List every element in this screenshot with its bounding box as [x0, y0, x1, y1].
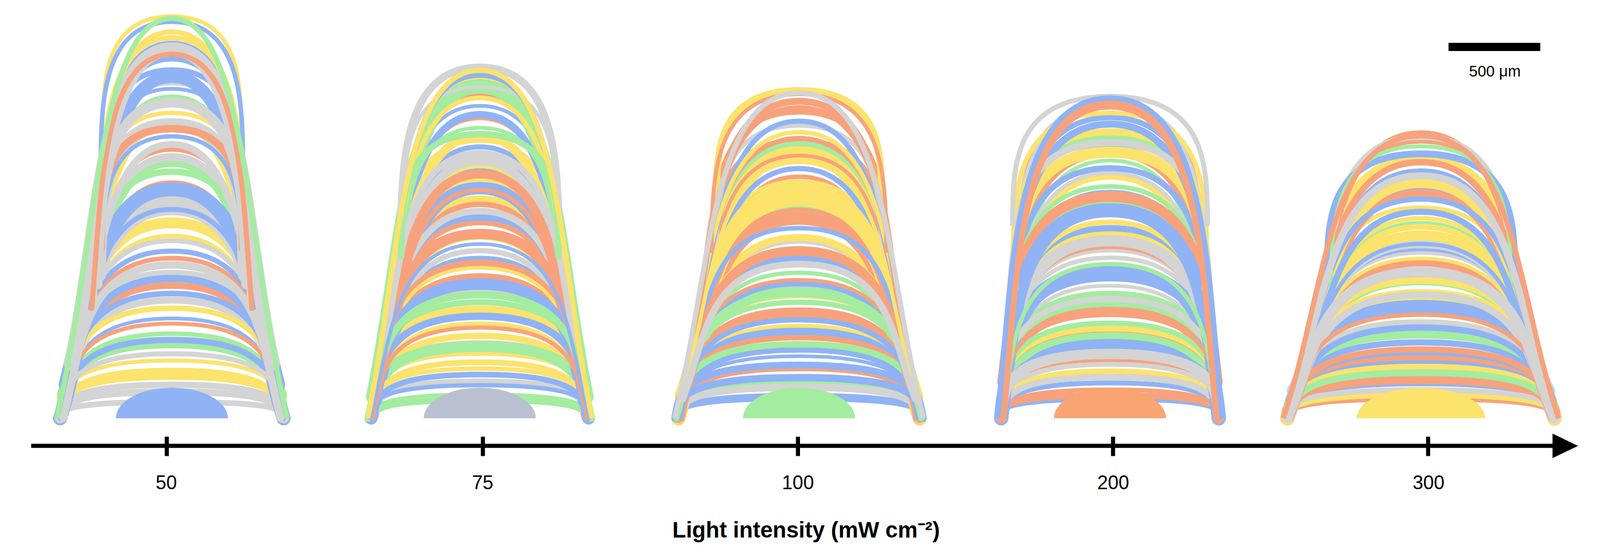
growth-layer-arc	[1287, 182, 1555, 418]
intensity-axis	[31, 433, 1579, 458]
growth-layer-arc	[1002, 376, 1218, 419]
tick-label: 300	[1412, 471, 1445, 494]
growth-layer-arc	[1290, 327, 1552, 419]
growth-layer-arc	[57, 360, 286, 419]
growth-layer-arc	[674, 364, 924, 418]
axis-arrowhead	[1552, 433, 1579, 458]
tick-label: 100	[781, 471, 814, 494]
growth-layer-arc	[1003, 382, 1218, 419]
growth-layer-arc	[368, 315, 591, 418]
growth-layer-arc	[1001, 104, 1219, 418]
growth-layer-arc	[97, 102, 247, 285]
growth-layer-arc	[372, 327, 588, 419]
growth-layer-arc	[373, 86, 587, 397]
growth-layer-arc	[71, 49, 273, 364]
growth-layer-arc	[999, 314, 1221, 418]
growth-layer-arc	[675, 343, 923, 418]
growth-dome	[998, 96, 1223, 418]
axis-tick	[1425, 436, 1431, 456]
growth-layer-arc	[401, 133, 559, 257]
growth-layer-arc	[371, 346, 589, 418]
growth-layer-arc	[1286, 170, 1556, 418]
growth-layer-arc	[369, 368, 591, 419]
growth-layer-arc	[674, 92, 924, 419]
growth-layer-arc	[367, 70, 593, 419]
growth-layer-arc	[1289, 372, 1553, 419]
growth-layer-arc	[999, 351, 1222, 419]
growth-layer-arc	[998, 97, 1223, 418]
growth-layer-arc	[61, 323, 282, 418]
axis-tick	[480, 436, 486, 456]
growth-layer-arc	[371, 284, 589, 419]
growth-layer-arc	[1287, 271, 1555, 418]
tick-label: 75	[471, 471, 494, 494]
growth-layer-arc	[1287, 314, 1554, 419]
growth-layer-arc	[681, 313, 918, 418]
seed-region	[423, 387, 536, 419]
growth-layer-arc	[58, 375, 286, 418]
growth-layer-arc	[682, 263, 916, 399]
axis-title: Light intensity (mW cm⁻²)	[672, 517, 941, 543]
growth-layer-arc	[1284, 161, 1558, 418]
growth-domes	[56, 16, 1559, 419]
growth-layer-arc	[998, 322, 1222, 418]
growth-layer-arc	[101, 128, 243, 249]
growth-layer-arc	[373, 374, 587, 418]
seed-region	[1356, 387, 1486, 419]
axis-tick	[164, 436, 169, 456]
tick-label: 200	[1097, 471, 1130, 494]
seed-region	[1053, 387, 1166, 419]
seed-region	[115, 387, 228, 419]
growth-layer-arc	[1285, 189, 1557, 418]
growth-dome	[56, 16, 288, 419]
growth-layer-arc	[1001, 347, 1219, 419]
growth-layer-arc	[1283, 135, 1559, 418]
growth-layer-arc	[372, 381, 589, 418]
seed-region	[742, 387, 855, 419]
growth-layer-arc	[367, 294, 592, 418]
tick-label: 50	[155, 471, 177, 494]
growth-layer-arc	[368, 342, 592, 418]
growth-layer-arc	[680, 319, 919, 418]
axis-line	[31, 443, 1559, 449]
growth-layer-arc	[370, 243, 590, 418]
growth-layer-arc	[998, 298, 1222, 419]
growth-layer-arc	[1003, 263, 1217, 418]
growth-layer-arc	[61, 353, 283, 418]
growth-layer-arc	[100, 136, 244, 274]
growth-layer-arc	[1286, 330, 1556, 418]
growth-dome	[367, 67, 593, 419]
growth-layer-arc	[1001, 353, 1219, 418]
growth-dome	[1283, 132, 1559, 419]
axis-tick	[795, 436, 800, 456]
growth-dome	[674, 90, 924, 419]
growth-layer-arc	[1285, 175, 1558, 419]
growth-layer-arc	[368, 384, 591, 418]
scale-label: 500 μm	[1468, 63, 1521, 81]
growth-layer-arc	[1289, 349, 1552, 419]
growth-layer-arc	[1001, 205, 1219, 418]
growth-layer-arc	[1290, 377, 1552, 418]
growth-layer-arc	[56, 18, 288, 419]
growth-layer-arc	[678, 386, 920, 418]
growth-layer-arc	[675, 377, 923, 419]
growth-layer-arc	[371, 281, 588, 418]
axis-tick	[1111, 436, 1116, 456]
scale-bar	[1448, 42, 1541, 51]
growth-layer-arc	[678, 251, 920, 419]
